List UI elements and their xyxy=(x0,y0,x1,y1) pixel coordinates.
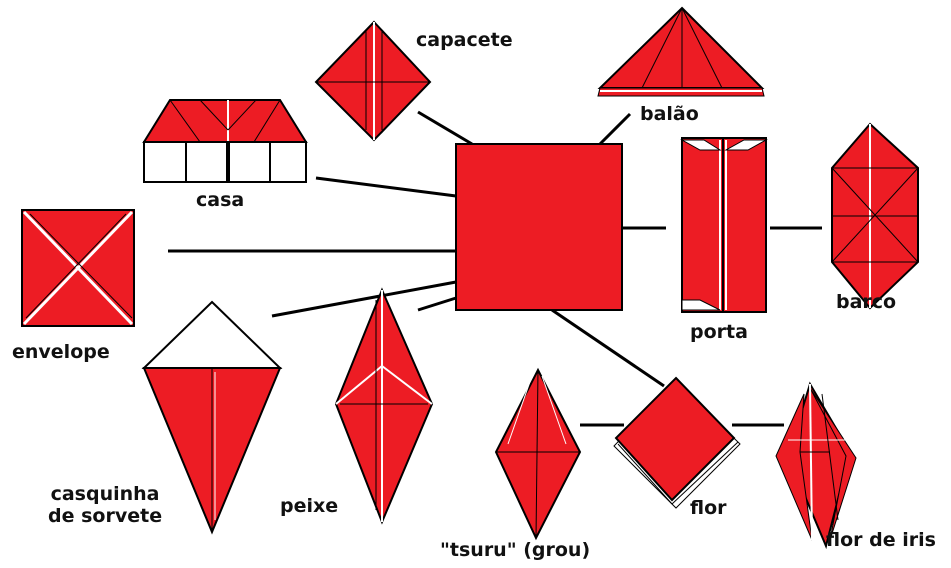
connector-casa xyxy=(315,176,457,198)
peixe-shape xyxy=(334,287,434,525)
connector-balao xyxy=(598,112,632,146)
connectors xyxy=(168,110,822,427)
connector-peixe xyxy=(417,296,457,312)
envelope-shape xyxy=(21,209,135,327)
label-casquinha-line1: casquinha xyxy=(50,483,160,505)
connector-flor xyxy=(551,308,665,388)
label-envelope: envelope xyxy=(12,341,110,363)
label-casquinha-line2: de sorvete xyxy=(48,504,163,527)
casa-shape xyxy=(142,99,308,183)
casquinha-shape xyxy=(141,300,283,535)
flor-de-iris-shape xyxy=(775,381,857,550)
porta-shape xyxy=(680,137,768,313)
label-peixe: peixe xyxy=(280,495,339,517)
connector-capacete xyxy=(417,110,473,146)
capacete-shape xyxy=(314,20,432,142)
label-balao: balão xyxy=(640,103,699,125)
label-capacete: capacete xyxy=(416,29,513,51)
label-porta: porta xyxy=(690,321,748,343)
balao-shape xyxy=(597,6,765,97)
label-barco: barco xyxy=(836,291,897,313)
tsuru-shape xyxy=(494,367,582,541)
connector-casquinha xyxy=(271,280,457,318)
center-square xyxy=(455,143,623,311)
label-flor-de-iris: flor de iris xyxy=(826,529,936,551)
barco-shape xyxy=(831,122,919,310)
label-casa: casa xyxy=(196,189,245,211)
label-flor: flor xyxy=(690,497,727,519)
flor-shape xyxy=(613,376,741,509)
label-tsuru: "tsuru" (grou) xyxy=(440,539,591,561)
label-casquinha-de-sorvete: casquinha de sorvete xyxy=(48,483,163,528)
